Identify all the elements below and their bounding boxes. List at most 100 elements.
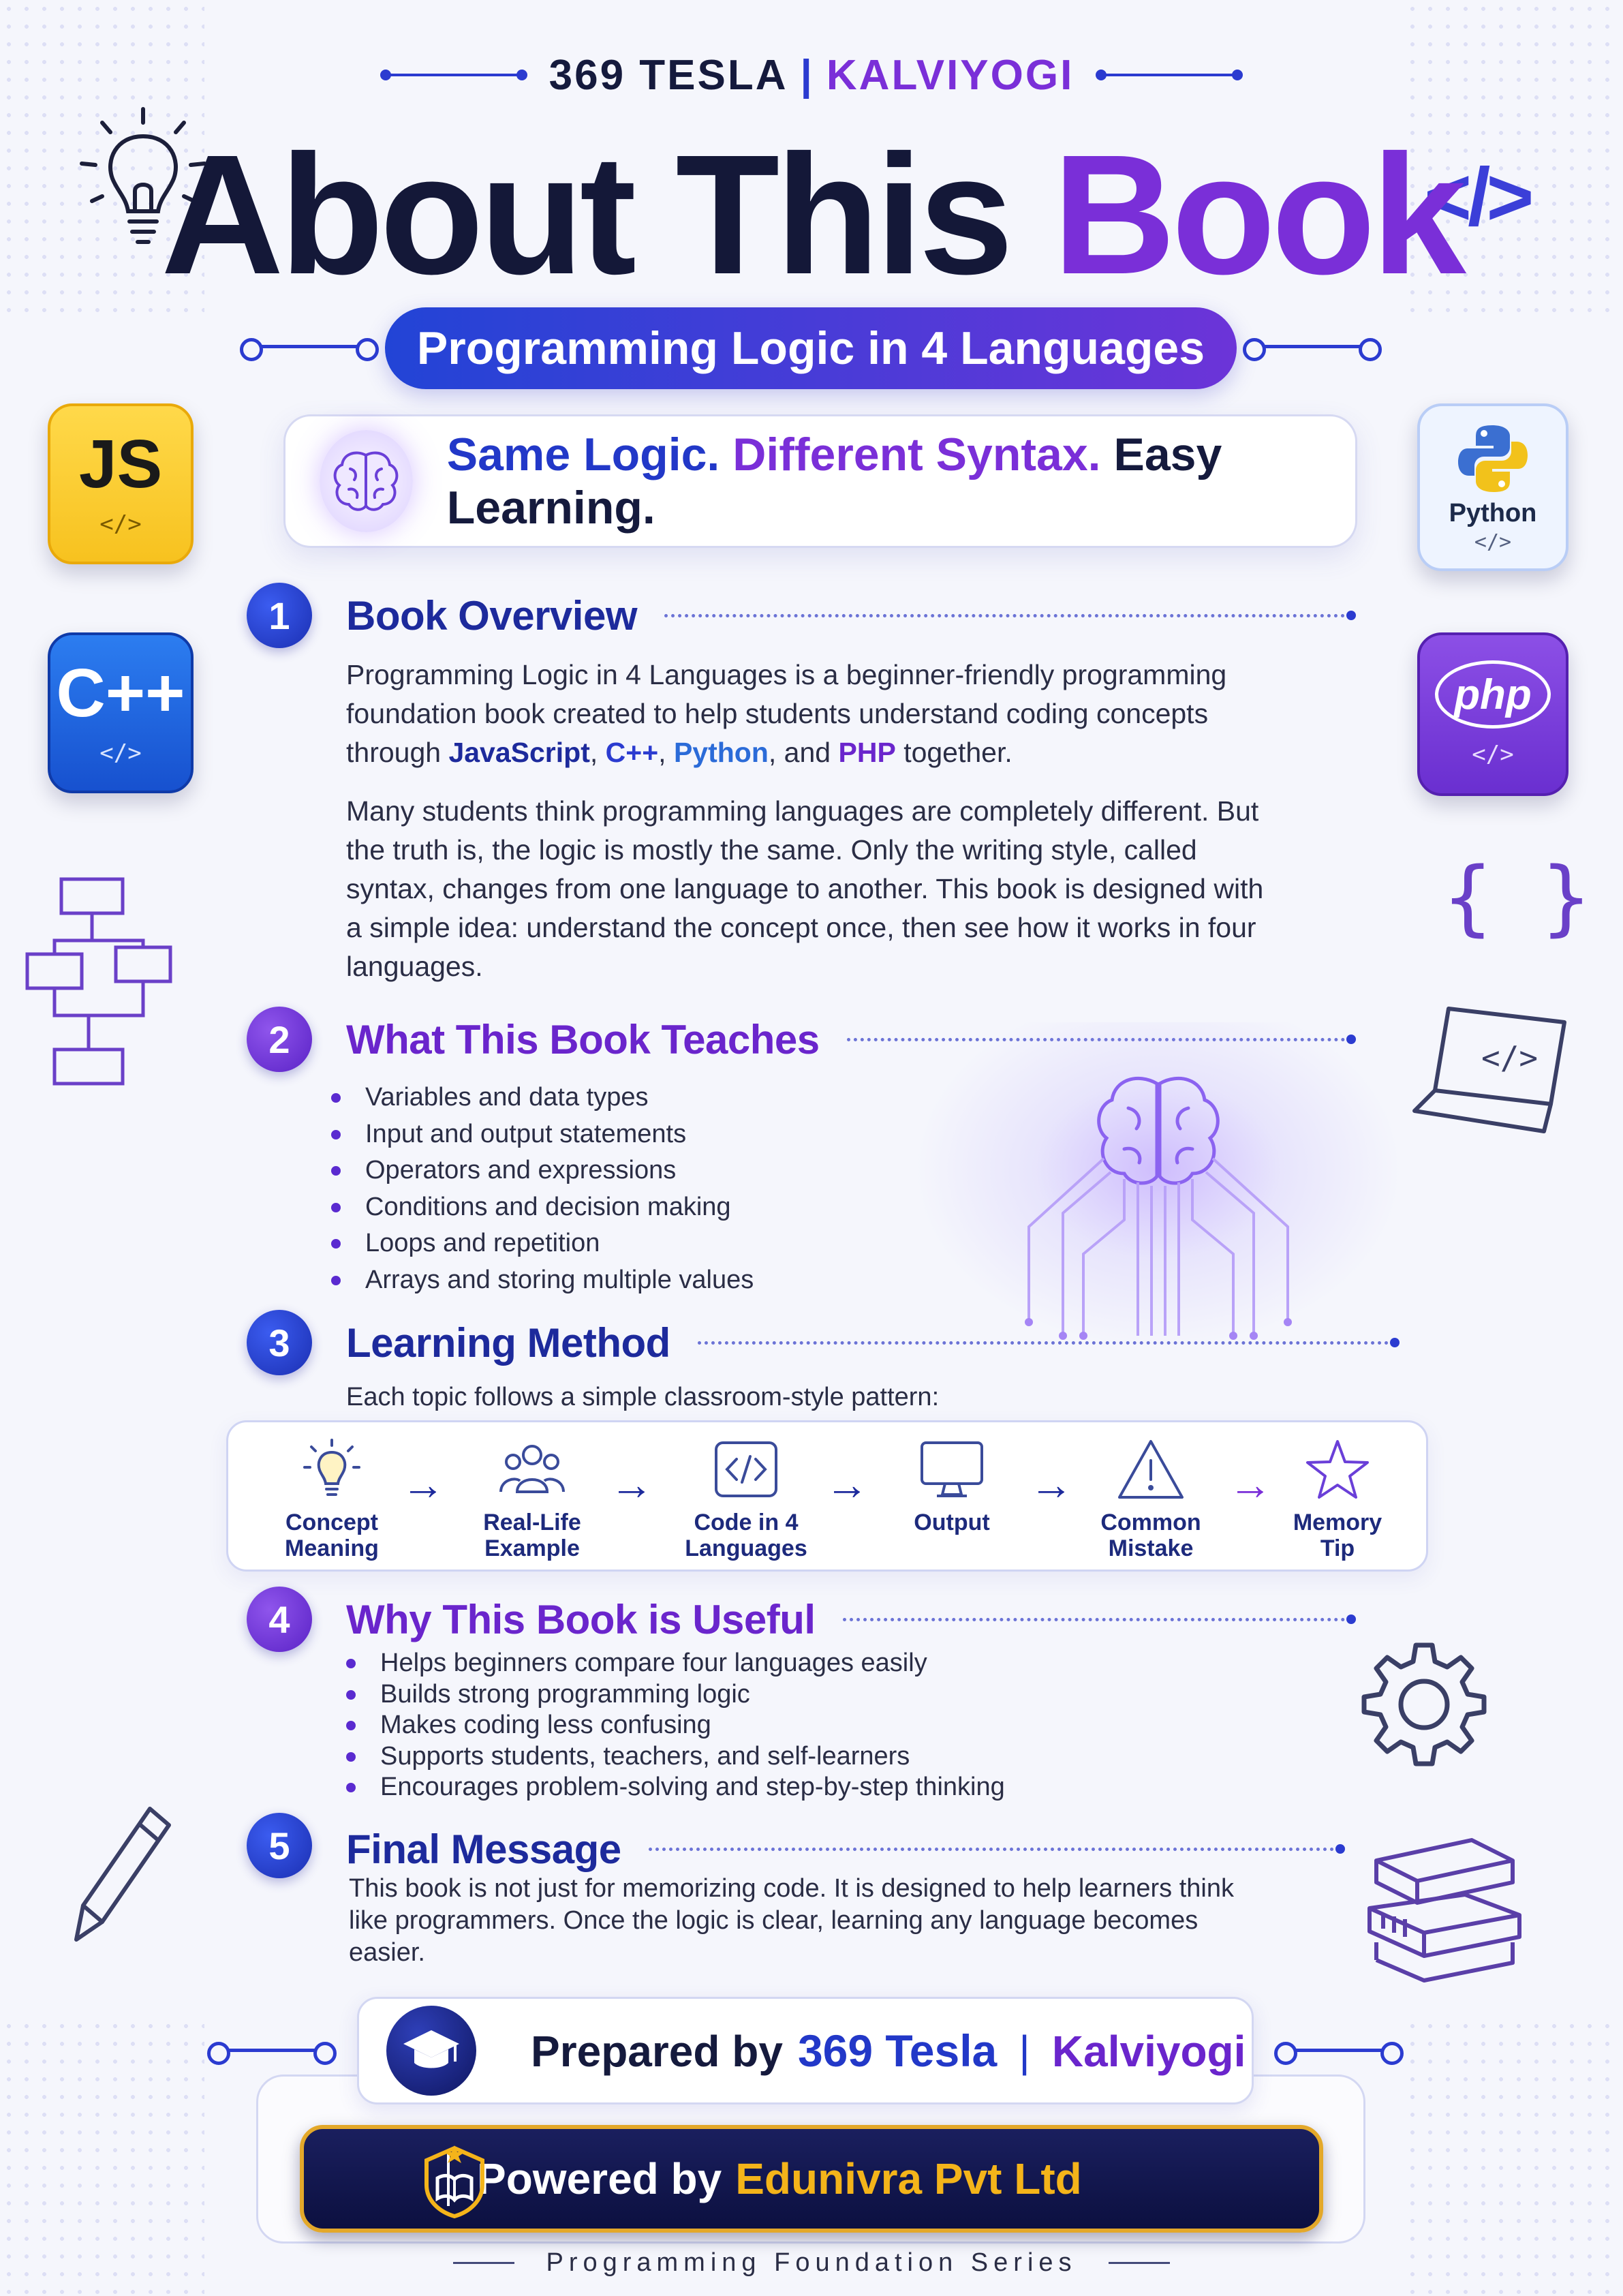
section-2-divider (846, 1034, 1357, 1044)
arrow-icon: → (825, 1460, 869, 1509)
step-label: Memory Tip (1293, 1510, 1382, 1561)
powered-separator (447, 2152, 450, 2206)
tagline-part-3: Easy Learning. (446, 429, 1222, 534)
section-5-header: Final Message (346, 1818, 1346, 1880)
brand-separator: | (800, 51, 814, 99)
keyword-php: PHP (838, 737, 896, 768)
list-item: Helps beginners compare four languages e… (341, 1648, 1090, 1679)
dot-pattern-bottom-left (0, 2017, 204, 2296)
teaches-list: Variables and data types Input and outpu… (326, 1080, 939, 1298)
python-tile: Python </> (1417, 403, 1568, 571)
prepared-by-name: 369 Tesla (797, 2025, 998, 2076)
brain-glow (913, 1022, 1404, 1349)
step-label: Real-Life Example (483, 1510, 581, 1561)
section-3-header: Learning Method (346, 1310, 1400, 1375)
list-item: Input and output statements (326, 1116, 939, 1153)
section-2-number: 2 (247, 1007, 312, 1072)
footer-node-line-right (1274, 2042, 1404, 2065)
overview-comma-2: , (658, 737, 674, 768)
graduation-cap-badge (386, 2006, 476, 2096)
section-3-title: Learning Method (346, 1319, 670, 1366)
step-code-in-4-languages: Code in 4 Languages (671, 1437, 821, 1561)
tagline-part-2: Different Syntax. (732, 429, 1101, 480)
gear-icon (1361, 1642, 1487, 1766)
list-item: Makes coding less confusing (341, 1710, 1090, 1741)
useful-list: Helps beginners compare four languages e… (341, 1648, 1090, 1803)
javascript-tile: JS </> (48, 403, 194, 564)
section-4-title: Why This Book is Useful (346, 1596, 816, 1642)
tagline-text: Same Logic. Different Syntax. Easy Learn… (447, 428, 1355, 534)
step-real-life-example: Real-Life Example (457, 1437, 607, 1561)
dot-pattern-top-left (0, 0, 204, 313)
star-icon (1306, 1440, 1369, 1499)
php-logo-icon: php (1435, 660, 1551, 729)
section-4-header: Why This Book is Useful (346, 1587, 1357, 1652)
section-5-divider (648, 1843, 1346, 1854)
step-label: Concept Meaning (285, 1510, 379, 1561)
arrow-icon: → (1228, 1460, 1272, 1509)
dot-pattern-top-right (1404, 0, 1623, 313)
node-line-right (1243, 338, 1382, 361)
javascript-label: JS (78, 426, 163, 502)
series-label: Programming Foundation Series (546, 2248, 1077, 2277)
brain-badge (320, 430, 413, 532)
cpp-tile: C++ </> (48, 632, 194, 793)
graduation-cap-icon (403, 2030, 459, 2068)
braces-icon: { } (1443, 851, 1591, 945)
python-code-icon: </> (1474, 530, 1512, 554)
php-label: php (1454, 671, 1532, 718)
laptop-code-text: </> (1481, 1039, 1538, 1076)
section-2-title: What This Book Teaches (346, 1016, 820, 1062)
section-3-divider (697, 1337, 1400, 1347)
list-item: Supports students, teachers, and self-le… (341, 1741, 1090, 1773)
step-label: Common Mistake (1100, 1510, 1201, 1561)
book-shield-icon (424, 2145, 484, 2219)
step-label: Code in 4 Languages (685, 1510, 807, 1561)
brand-row: 369 TESLA|KALVIYOGI (0, 48, 1623, 102)
lightbulb-icon (303, 1439, 360, 1496)
powered-by-label: Powered by (477, 2154, 722, 2203)
monitor-icon (921, 1441, 983, 1497)
prepared-by-separator: | (1019, 2027, 1030, 2076)
learning-method-flow: Concept Meaning → Real-Life Example → Co… (226, 1420, 1428, 1572)
step-label: Output (914, 1510, 990, 1535)
step-common-mistake: Common Mistake (1076, 1437, 1226, 1561)
brand-kalviyogi: KALVIYOGI (826, 51, 1075, 99)
keyword-cpp: C++ (605, 737, 659, 768)
php-tile: php </> (1417, 632, 1568, 796)
powered-by-banner: Powered by Edunivra Pvt Ltd (300, 2125, 1323, 2233)
dot-pattern-bottom-right (1404, 2017, 1623, 2296)
brain-icon (334, 451, 399, 511)
section-3-number: 3 (247, 1310, 312, 1375)
powered-by-text: Powered by Edunivra Pvt Ltd (477, 2154, 1082, 2204)
list-item: Operators and expressions (326, 1152, 939, 1189)
list-item: Encourages problem-solving and step-by-s… (341, 1772, 1090, 1803)
overview-paragraph-1: Programming Logic in 4 Languages is a be… (346, 656, 1286, 772)
code-tag-icon: </> (1424, 151, 1534, 243)
keyword-python: Python (673, 737, 769, 768)
pencil-icon (74, 1807, 171, 1942)
list-item: Variables and data types (326, 1080, 939, 1116)
people-icon (499, 1445, 565, 1493)
list-item: Builds strong programming logic (341, 1679, 1090, 1711)
section-1-header: Book Overview (346, 583, 1356, 648)
step-memory-tip: Memory Tip (1263, 1437, 1412, 1561)
series-line-right (1108, 2261, 1170, 2264)
prepared-by-org: Kalviyogi (1051, 2027, 1246, 2076)
tagline-card: Same Logic. Different Syntax. Easy Learn… (283, 414, 1357, 548)
flowchart-icon (25, 877, 172, 1086)
brand-text: 369 TESLA|KALVIYOGI (549, 51, 1075, 100)
title-main: About This (161, 119, 1013, 309)
cpp-code-icon: </> (99, 739, 142, 767)
brand-line-right (1096, 70, 1243, 80)
node-line-left (240, 338, 379, 361)
keyword-javascript: JavaScript (448, 737, 590, 768)
arrow-icon: → (401, 1460, 445, 1509)
lightbulb-icon (80, 107, 206, 244)
list-item: Arrays and storing multiple values (326, 1262, 939, 1299)
section-1-title: Book Overview (346, 592, 638, 639)
cpp-label: C++ (56, 655, 185, 731)
powered-by-company: Edunivra Pvt Ltd (735, 2154, 1082, 2203)
